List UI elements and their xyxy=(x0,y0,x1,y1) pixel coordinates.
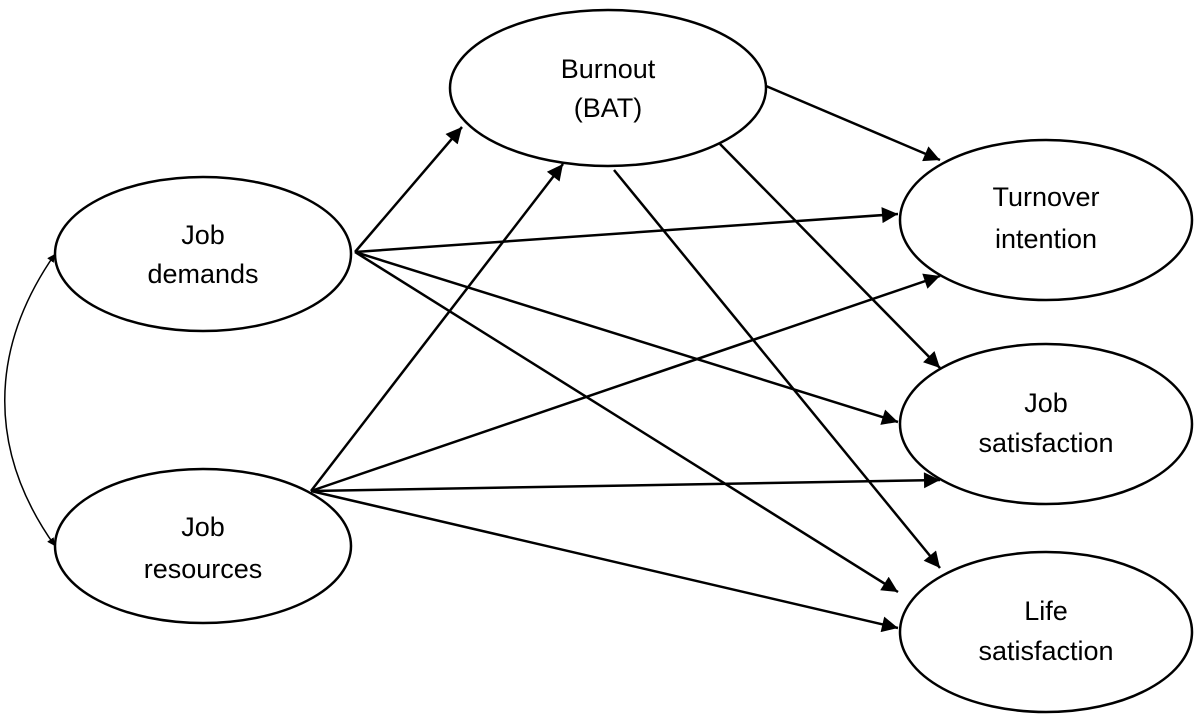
node-job-resources-label-line2: resources xyxy=(144,554,263,584)
arrow-job-demands-to-job-satisfaction xyxy=(354,250,899,425)
node-job-resources: Job resources xyxy=(53,467,353,625)
node-burnout-label-line2: (BAT) xyxy=(574,93,643,123)
arrow-burnout-to-turnover-intention xyxy=(765,84,941,162)
node-job-demands: Job demands xyxy=(53,175,353,333)
arrow-job-resources-to-life-satisfaction xyxy=(310,489,899,633)
edges-layer xyxy=(4,84,941,633)
node-job-demands-label-line1: Job xyxy=(181,220,225,250)
node-turnover-intention: Turnover intention xyxy=(898,138,1194,302)
node-job-resources-label-line1: Job xyxy=(181,512,225,542)
node-turnover-intention-shape xyxy=(898,138,1194,302)
arrow-job-resources-to-job-satisfaction xyxy=(310,472,941,493)
arrow-job-resources-to-burnout xyxy=(310,163,564,492)
arrow-burnout-to-job-satisfaction xyxy=(719,143,941,369)
arrow-job-demands-to-turnover-intention xyxy=(354,207,899,254)
arrow-burnout-to-life-satisfaction xyxy=(613,169,941,569)
node-job-satisfaction-shape xyxy=(898,342,1194,506)
node-burnout-shape xyxy=(448,8,768,168)
node-job-resources-shape xyxy=(53,467,353,625)
arrow-job-demands-to-burnout xyxy=(354,126,463,253)
arrow-job-resources-to-turnover-intention xyxy=(310,273,941,493)
correlation-arrow-job-demands-job-resources xyxy=(4,253,56,547)
node-job-demands-label-line2: demands xyxy=(147,259,258,289)
arrow-job-demands-to-life-satisfaction xyxy=(354,250,899,594)
node-burnout-label-line1: Burnout xyxy=(561,54,656,84)
node-life-satisfaction: Life satisfaction xyxy=(898,550,1194,714)
node-turnover-intention-label-line2: intention xyxy=(995,224,1097,254)
node-job-satisfaction: Job satisfaction xyxy=(898,342,1194,506)
node-turnover-intention-label-line1: Turnover xyxy=(992,182,1099,212)
node-burnout: Burnout (BAT) xyxy=(448,8,768,168)
node-job-satisfaction-label-line2: satisfaction xyxy=(978,428,1113,458)
node-life-satisfaction-label-line1: Life xyxy=(1024,596,1068,626)
node-life-satisfaction-shape xyxy=(898,550,1194,714)
node-job-satisfaction-label-line1: Job xyxy=(1024,388,1068,418)
node-job-demands-shape xyxy=(53,175,353,333)
node-life-satisfaction-label-line2: satisfaction xyxy=(978,636,1113,666)
